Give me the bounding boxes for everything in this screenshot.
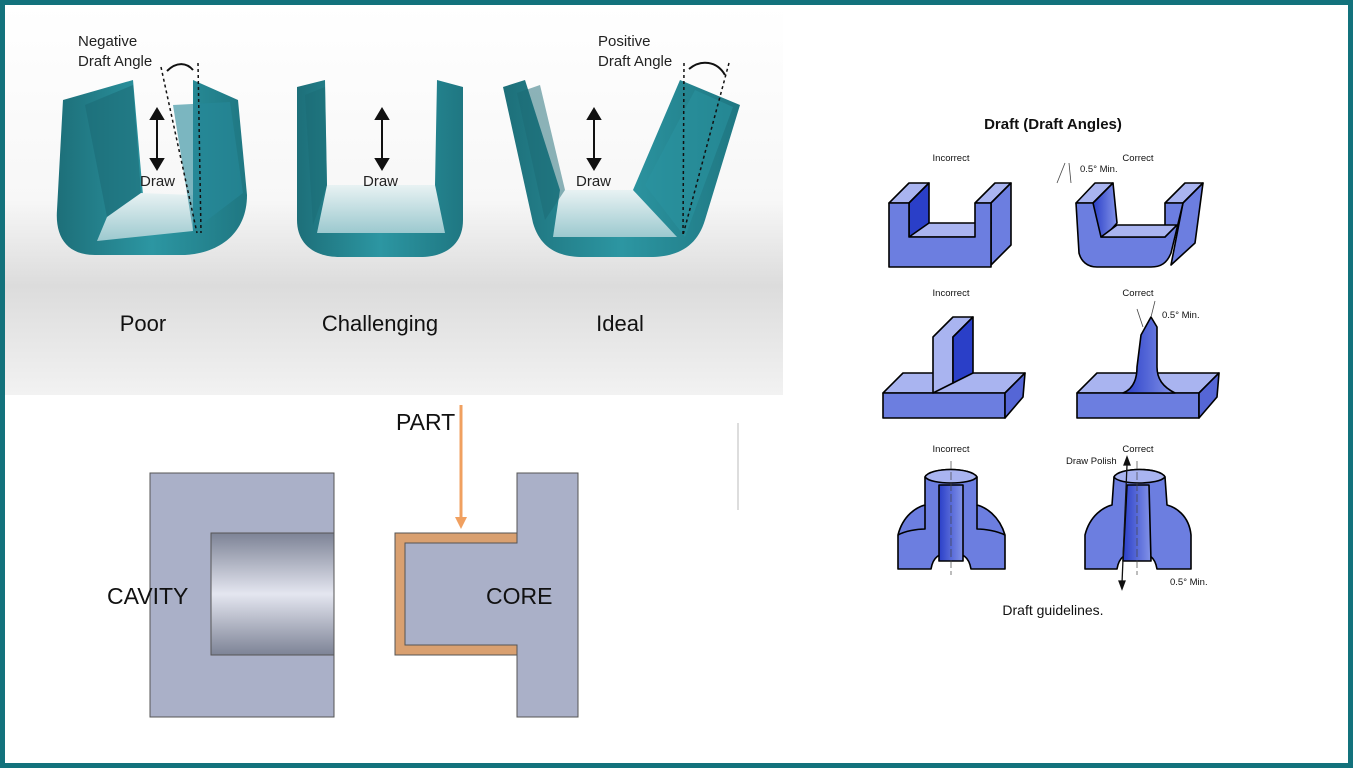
guidelines-caption: Draft guidelines.	[1002, 602, 1103, 618]
core-label: CORE	[486, 583, 552, 609]
draw-arrow-ideal	[586, 107, 602, 171]
caption-challenging: Challenging	[322, 311, 438, 336]
challenging-part-shape	[297, 80, 463, 257]
positive-draft-label-line2: Draft Angle	[598, 53, 672, 70]
positive-draft-guides	[682, 62, 730, 236]
positive-draft-label-line1: Positive	[598, 33, 651, 50]
row2-incorrect-shape	[882, 316, 1026, 419]
row3-correct-shape	[1084, 468, 1192, 570]
row1-correct-shape	[1075, 182, 1204, 268]
ideal-part-shape	[503, 80, 740, 257]
cavity-recess	[210, 532, 335, 656]
row2-incorrect-label: Incorrect	[933, 288, 970, 299]
mold-diagram: PART CAVITY CORE	[107, 405, 739, 718]
row1-incorrect-shape	[888, 182, 1012, 268]
draft-guidelines-figure: Draft (Draft Angles) Incorrect Correct 0…	[882, 116, 1220, 618]
draw-polish-arrow	[1118, 455, 1131, 591]
negative-draft-label-line2: Draft Angle	[78, 53, 152, 70]
row2-min-label: 0.5° Min.	[1162, 310, 1200, 321]
cavity-label: CAVITY	[107, 583, 188, 609]
row1-min-guide	[1056, 162, 1066, 184]
draw-label-poor: Draw	[140, 173, 175, 190]
row1-min-label: 0.5° Min.	[1080, 164, 1118, 175]
draw-label-ideal: Draw	[576, 173, 611, 190]
draw-arrow-challenging	[374, 107, 390, 171]
guidelines-title: Draft (Draft Angles)	[984, 116, 1122, 133]
draw-polish-label: Draw Polish	[1066, 456, 1117, 467]
draw-arrow-poor	[149, 107, 165, 171]
core-block	[404, 472, 579, 718]
row1-correct-label: Correct	[1122, 153, 1154, 164]
row1-incorrect-label: Incorrect	[933, 153, 970, 164]
row3-incorrect-shape	[897, 468, 1006, 570]
part-arrow	[455, 405, 467, 529]
draft-angle-comparison: Draw Draw Draw Negative Draft Angle Posi…	[5, 5, 783, 395]
row3-min-label: 0.5° Min.	[1170, 577, 1208, 588]
draw-label-challenging: Draw	[363, 173, 398, 190]
row3-correct-label: Correct	[1122, 444, 1154, 455]
negative-draft-guides	[160, 62, 202, 234]
negative-draft-label-line1: Negative	[78, 33, 137, 50]
row2-correct-label: Correct	[1122, 288, 1154, 299]
caption-poor: Poor	[120, 311, 166, 336]
row2-correct-shape	[1076, 316, 1220, 419]
row3-incorrect-label: Incorrect	[933, 444, 970, 455]
negative-draft-angle-arc	[166, 63, 194, 72]
caption-ideal: Ideal	[596, 311, 644, 336]
part-label: PART	[396, 409, 455, 435]
positive-draft-angle-arc	[688, 61, 726, 76]
